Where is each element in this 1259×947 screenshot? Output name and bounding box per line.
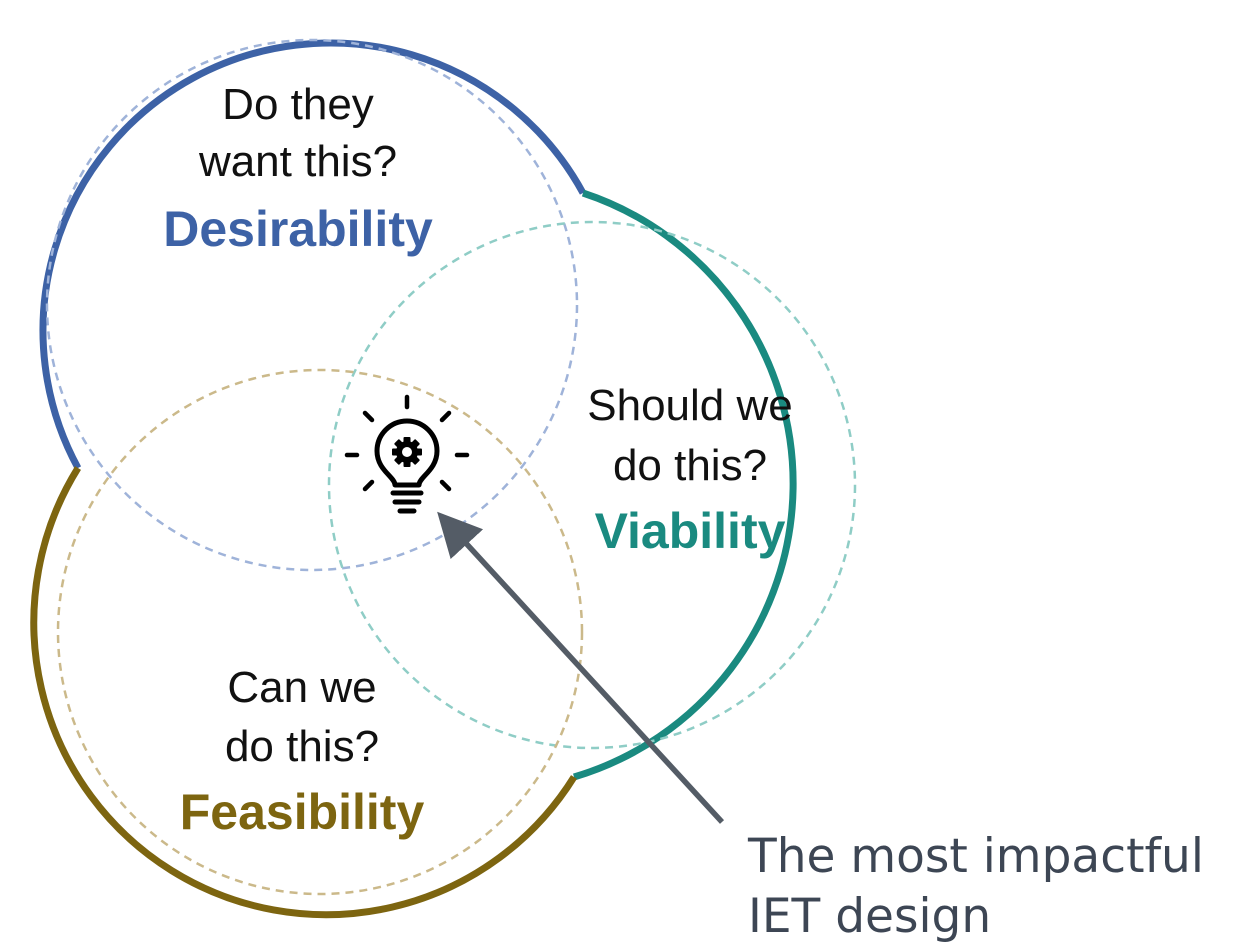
feasibility-question-line2: do this? <box>225 722 379 771</box>
desirability-outer-arc <box>39 39 587 470</box>
lightbulb-gear-icon <box>344 394 470 514</box>
feasibility-question-line1: Can we <box>227 663 376 712</box>
callout-arrow <box>437 511 725 824</box>
callout-line2: IET design <box>748 889 991 944</box>
feasibility-dashed-circle <box>56 368 584 896</box>
viability-dashed-circle <box>327 220 857 750</box>
feasibility-outer-arc <box>30 466 577 919</box>
viability-outer-arc <box>573 189 797 781</box>
desirability-question-line1: Do they <box>222 80 374 129</box>
feasibility-title: Feasibility <box>180 784 425 840</box>
viability-title: Viability <box>595 503 786 559</box>
desirability-title: Desirability <box>163 201 433 257</box>
callout-line1: The most impactful <box>747 829 1204 884</box>
desirability-dashed-circle <box>45 38 579 572</box>
viability-question-line2: do this? <box>613 441 767 490</box>
viability-question-line1: Should we <box>587 381 792 430</box>
desirability-question-line2: want this? <box>198 137 397 186</box>
